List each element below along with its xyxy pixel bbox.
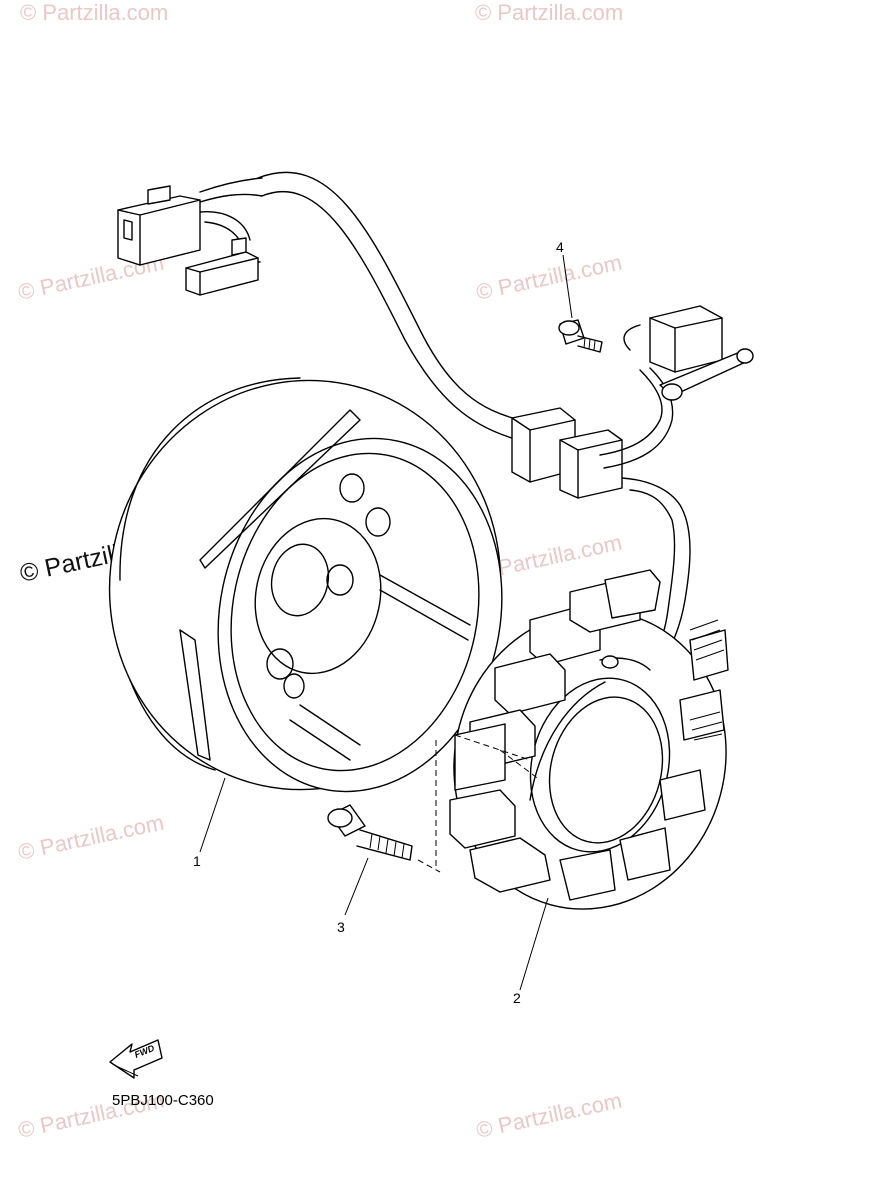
watermark: © Partzilla.com [16, 810, 166, 865]
harness-coupler [511, 324, 691, 669]
diagram-code: 5PBJ100-C360 [112, 1092, 214, 1109]
callout-part-4: 4 [556, 239, 564, 255]
bolt-part-4 [558, 319, 603, 353]
leader-lines [199, 254, 573, 991]
callout-part-3: 3 [337, 919, 345, 935]
wire-harness [117, 171, 521, 439]
forward-direction-arrow: FWD [109, 1039, 163, 1079]
watermark: © Partzilla.com [475, 0, 623, 25]
stator-coil [449, 569, 729, 910]
pickup-coil [649, 305, 754, 401]
bolt-part-3 [327, 804, 413, 861]
callout-part-1: 1 [193, 853, 201, 869]
watermark: © Partzilla.com [474, 250, 624, 305]
flywheel-rotor [108, 377, 503, 793]
watermark: © Partzilla.com [474, 1088, 624, 1143]
callout-part-2: 2 [513, 990, 521, 1006]
watermark: © Partzilla.com [20, 0, 168, 25]
harness-connector-main [117, 185, 201, 266]
harness-connector-small [185, 237, 259, 296]
alignment-guide [417, 740, 441, 873]
